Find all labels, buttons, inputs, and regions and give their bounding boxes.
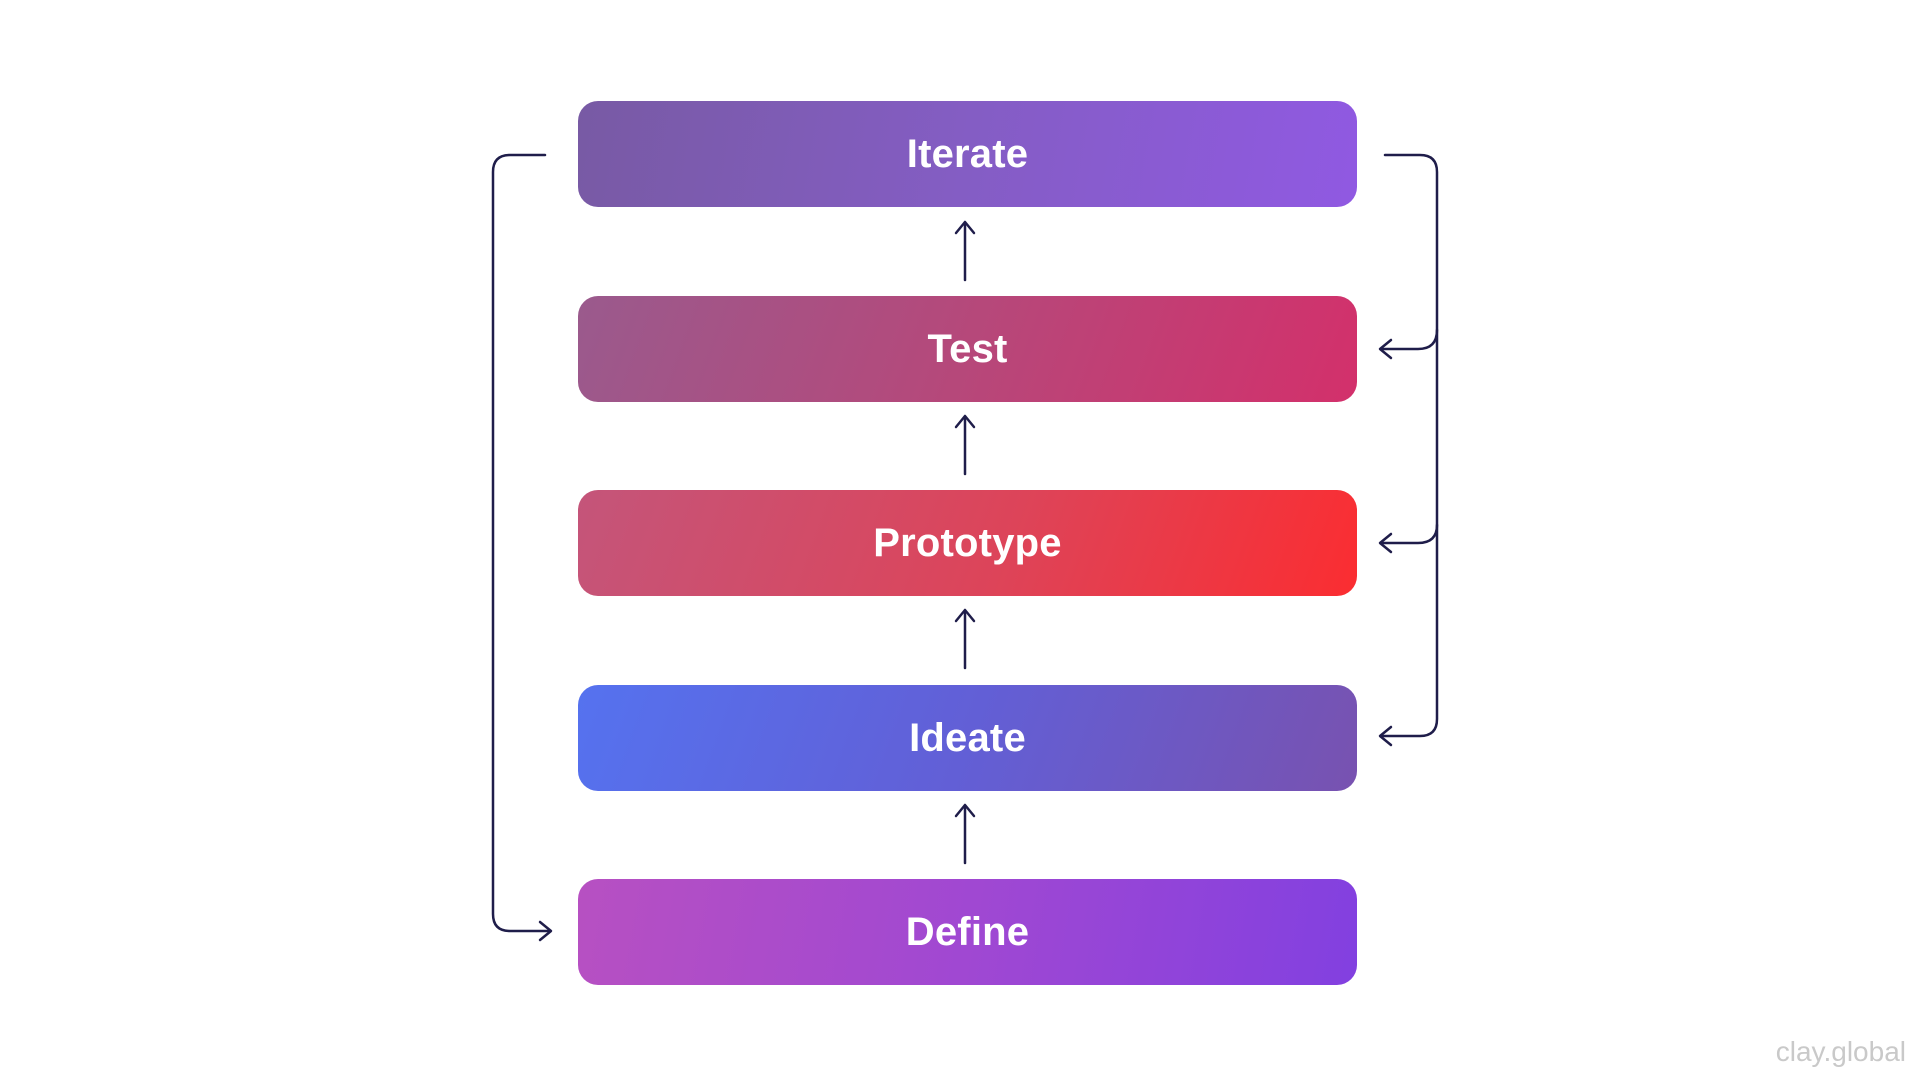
arrow-define-to-ideate (954, 803, 976, 865)
loop-iterate-to-earlier-stages (1378, 153, 1439, 747)
stage-label: Define (905, 909, 1030, 954)
stage-label: Test (927, 326, 1008, 371)
stage-define: Define (578, 879, 1357, 985)
stage-prototype: Prototype (578, 490, 1357, 596)
stage-label: Prototype (873, 520, 1062, 565)
arrow-ideate-to-prototype (954, 608, 976, 670)
stage-label: Ideate (909, 715, 1026, 760)
loop-iterate-to-define (491, 153, 553, 942)
watermark: clay.global (1775, 1036, 1906, 1067)
arrow-prototype-to-test (954, 414, 976, 476)
stage-iterate: Iterate (578, 101, 1357, 207)
stage-label: Iterate (906, 131, 1029, 176)
stage-ideate: Ideate (578, 685, 1357, 791)
stage-test: Test (578, 296, 1357, 402)
arrow-test-to-iterate (954, 220, 976, 282)
